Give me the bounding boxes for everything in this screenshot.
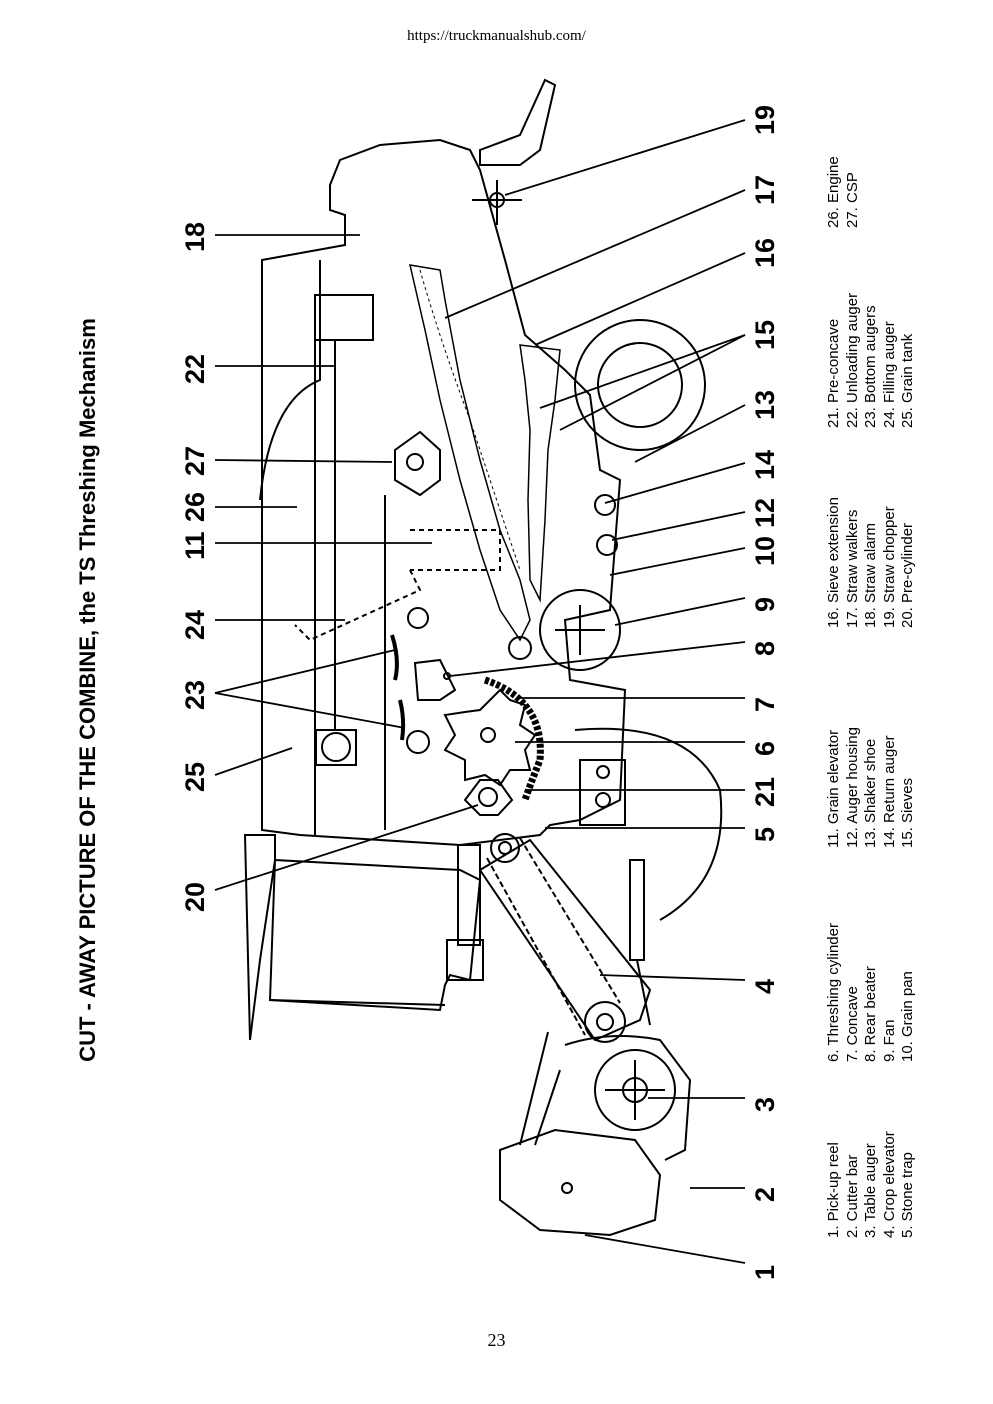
callout-1: 1: [750, 1264, 780, 1280]
callout-24: 24: [180, 609, 210, 640]
callout-20: 20: [180, 881, 210, 912]
callout-15: 15: [750, 319, 780, 350]
callout-6: 6: [750, 740, 780, 756]
legend-item: 22. Unloading auger: [843, 292, 861, 428]
callout-17: 17: [750, 174, 780, 205]
legend-column-2: 6. Threshing cylinder 7. Concave 8. Rear…: [825, 923, 918, 1062]
legend-item: 6. Threshing cylinder: [825, 923, 842, 1062]
callout-8: 8: [750, 640, 780, 656]
legend-item: 9. Fan: [880, 1019, 898, 1062]
legend-item: 1. Pick-up reel: [825, 1142, 842, 1238]
callout-16: 16: [750, 237, 780, 268]
legend-item: 8. Rear beater: [862, 966, 879, 1062]
page-number: 23: [487, 1330, 506, 1350]
legend-item: 18. Straw alarm: [862, 522, 879, 628]
legend-item: 23. Bottom augers: [862, 305, 879, 428]
legend-item: 20. Pre-cylinder: [899, 522, 916, 628]
callout-11: 11: [180, 531, 210, 560]
legend-item: 21. Pre-concave: [825, 318, 842, 428]
legend-column-3: 11. Grain elevator 12. Auger housing 13.…: [825, 727, 918, 848]
legend-item: 11. Grain elevator: [825, 729, 842, 848]
callout-25: 25: [180, 761, 210, 792]
legend-item: 16. Sieve extension: [825, 497, 842, 628]
legend-column-4: 16. Sieve extension 17. Straw walkers 18…: [825, 497, 918, 628]
callout-4: 4: [750, 978, 780, 994]
legend-column-6: 26. Engine 27. CSP: [825, 156, 862, 228]
legend-column-1: 1. Pick-up reel 2. Cutter bar 3. Table a…: [825, 1131, 918, 1238]
legend-item: 14. Return auger: [880, 735, 898, 848]
callout-26: 26: [180, 491, 210, 522]
callout-3: 3: [750, 1096, 780, 1112]
callout-5: 5: [750, 826, 780, 842]
callout-13: 13: [750, 389, 780, 420]
legend-item: 7. Concave: [843, 986, 861, 1062]
callout-7: 7: [750, 696, 780, 712]
legend-item: 3. Table auger: [862, 1143, 879, 1238]
callout-21: 21: [750, 776, 780, 807]
legend-item: 10. Grain pan: [899, 971, 916, 1062]
callout-18: 18: [180, 221, 210, 252]
callout-27: 27: [180, 445, 210, 476]
callout-10: 10: [750, 535, 780, 566]
callout-12: 12: [750, 497, 780, 528]
callout-19: 19: [750, 104, 780, 135]
callout-23: 23: [180, 679, 210, 710]
pick-up-reel-shape: [499, 1128, 662, 1237]
legend-item: 5. Stone trap: [899, 1152, 916, 1238]
legend-item: 19. Straw chopper: [880, 506, 898, 628]
legend-item: 24. Filling auger: [880, 321, 898, 428]
callout-2: 2: [750, 1186, 780, 1202]
legend-item: 27. CSP: [843, 172, 861, 228]
legend-item: 13. Shaker shoe: [862, 738, 879, 848]
legend-item: 25. Grain tank: [899, 333, 916, 428]
legend-item: 4. Crop elevator: [880, 1131, 898, 1238]
source-url: https://truckmanualshub.com/: [407, 28, 586, 44]
legend-item: 2. Cutter bar: [843, 1154, 861, 1238]
callout-9: 9: [750, 596, 780, 612]
legend-column-5: 21. Pre-concave 22. Unloading auger 23. …: [825, 293, 918, 428]
callout-14: 14: [750, 449, 780, 480]
legend-item: 26. Engine: [825, 156, 842, 228]
legend-item: 12. Auger housing: [843, 727, 861, 848]
legend-item: 15. Sieves: [899, 777, 916, 848]
legend-item: 17. Straw walkers: [843, 509, 861, 628]
callout-22: 22: [180, 353, 210, 384]
